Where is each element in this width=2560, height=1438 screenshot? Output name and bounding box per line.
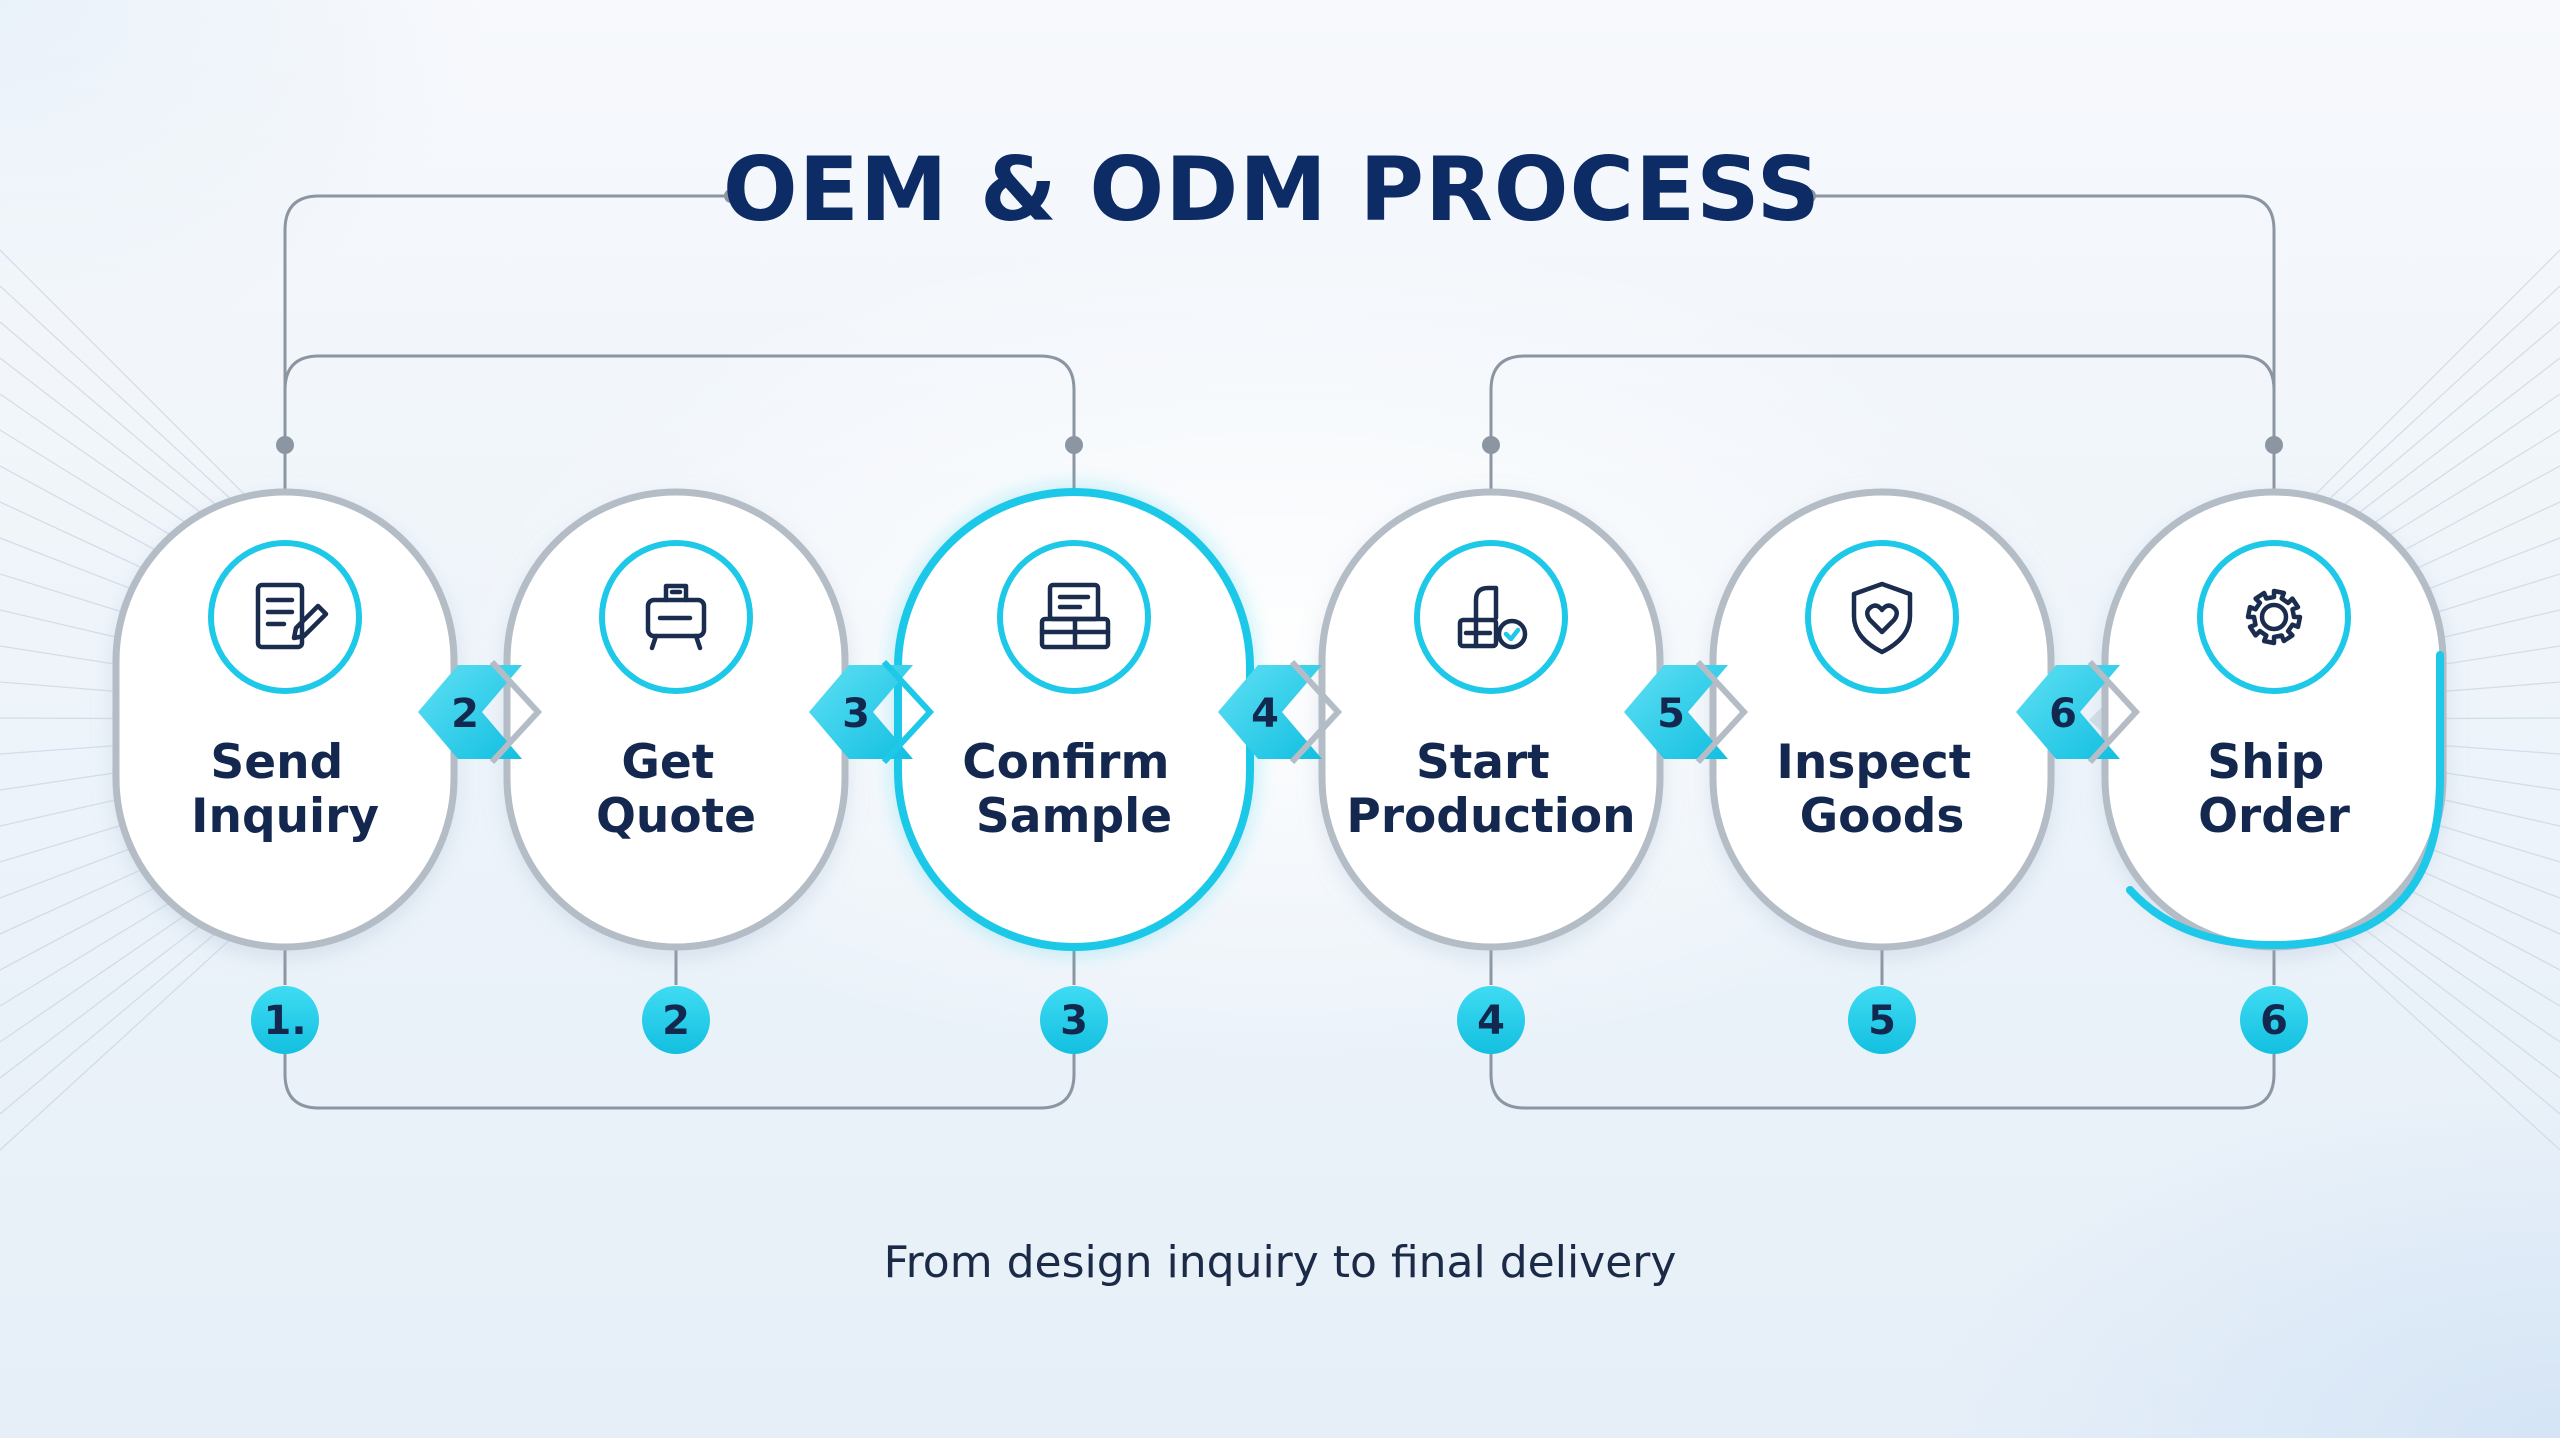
step-label-line2: Sample — [976, 789, 1172, 844]
badge-stems — [283, 945, 2276, 985]
price-tag-icon — [645, 583, 707, 651]
top-bracket-dots — [276, 436, 2283, 454]
step-arrow-6: 6 — [2016, 659, 2141, 765]
step-card-get-quote: Get Quote — [503, 488, 849, 951]
bottom-brackets — [283, 1040, 2276, 1110]
step-card-start-production: Start Production — [1318, 488, 1664, 951]
step-label-line1: Inspect — [1776, 735, 1971, 790]
step-label-line2: Quote — [596, 789, 756, 844]
document-edit-icon — [255, 582, 329, 650]
svg-text:Confirm Sample: Confirm Sample — [962, 735, 1186, 844]
step-label-line1: Get — [621, 735, 714, 790]
arrow-label: 4 — [1251, 691, 1279, 737]
step-label-line2: Production — [1346, 789, 1635, 844]
step-arrow-3: 3 — [809, 659, 935, 765]
step-card-confirm-sample: Confirm Sample — [894, 488, 1254, 951]
arrow-label: 6 — [2049, 691, 2077, 737]
shield-check-icon — [1851, 581, 1913, 655]
subtitle: From design inquiry to final delivery — [884, 1237, 1677, 1288]
svg-text:Send Inquiry: Send Inquiry — [191, 735, 379, 844]
step-number-badge-6: 6 — [2240, 986, 2308, 1054]
step-card-send-inquiry: Send Inquiry — [112, 488, 458, 951]
svg-text:Start Production: Start Production — [1346, 735, 1635, 844]
step-label-line1: Start — [1416, 735, 1550, 790]
arrow-label: 5 — [1657, 691, 1685, 737]
step-arrow-2: 2 — [418, 659, 543, 765]
step-arrow-4: 4 — [1218, 659, 1343, 765]
step-label-line1: Ship — [2207, 735, 2324, 790]
step-number-badge-4: 4 — [1457, 986, 1525, 1054]
step-label-line2: Order — [2198, 789, 2351, 844]
step-label-line2: Goods — [1800, 789, 1965, 844]
badge-number: 1. — [263, 998, 306, 1044]
step-label-line2: Inquiry — [191, 789, 379, 844]
step-card-inspect-goods: Inspect Goods — [1709, 488, 2055, 951]
step-label-line1: Send — [210, 735, 343, 790]
badge-number: 6 — [2260, 998, 2288, 1044]
factory-machine-icon — [1457, 585, 1528, 650]
gear-icon — [2245, 588, 2303, 646]
top-brackets — [283, 354, 2276, 490]
sample-box-icon — [1039, 582, 1111, 650]
step-number-badge-1: 1. — [251, 986, 319, 1054]
badge-number: 4 — [1477, 998, 1505, 1044]
arrow-label: 3 — [842, 691, 870, 737]
page-title: OEM & ODM PROCESS — [723, 138, 1821, 241]
svg-text:Ship Order: Ship Order — [2198, 735, 2351, 844]
title-connector-lines — [283, 194, 2276, 480]
step-number-badge-5: 5 — [1848, 986, 1916, 1054]
svg-text:Inspect Goods: Inspect Goods — [1776, 735, 1987, 844]
badge-number: 5 — [1868, 998, 1896, 1044]
title-right-dot — [1802, 189, 1816, 203]
step-arrow-5: 5 — [1624, 659, 1749, 765]
step-label-line1: Confirm — [962, 735, 1169, 790]
step-card-ship-order: Ship Order — [2101, 488, 2447, 951]
svg-text:Get Quote: Get Quote — [596, 735, 756, 844]
step-number-badge-3: 3 — [1040, 986, 1108, 1054]
badge-number: 2 — [662, 998, 690, 1044]
title-left-dot — [724, 189, 738, 203]
arrow-label: 2 — [451, 691, 479, 737]
badge-number: 3 — [1060, 998, 1088, 1044]
step-number-badge-2: 2 — [642, 986, 710, 1054]
